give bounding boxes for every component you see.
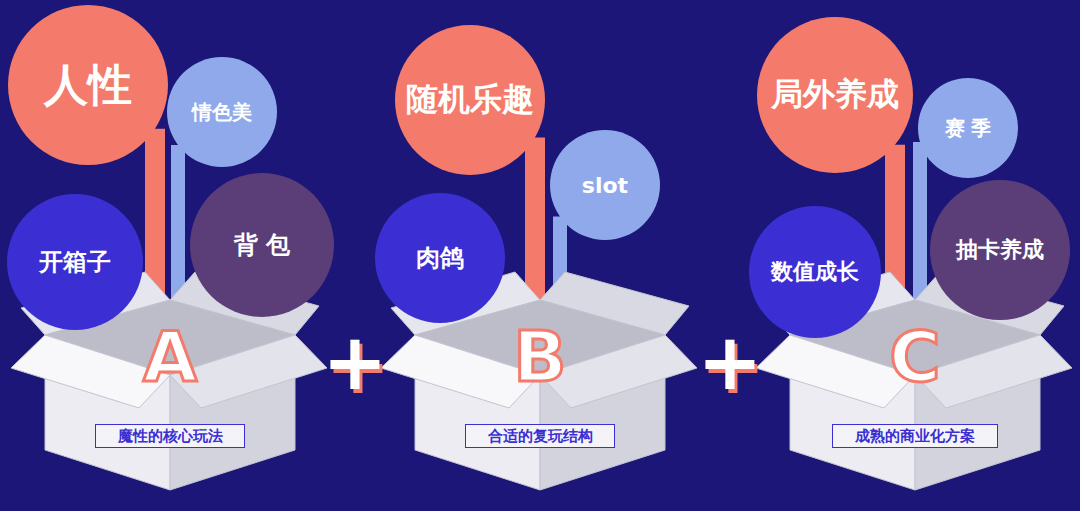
caption-box: 魔性的核心玩法	[95, 424, 245, 448]
balloon-label: 情色美	[192, 99, 252, 126]
box-letter: A	[35, 322, 305, 392]
balloon-label: 赛 季	[945, 115, 992, 142]
balloon-circle: 局外养成	[757, 17, 913, 173]
circle-fill	[167, 57, 277, 167]
box-caption: 合适的复玩结构	[488, 427, 593, 445]
box-caption: 魔性的核心玩法	[118, 427, 223, 445]
balloon-label: 肉鸽	[416, 242, 464, 274]
circle-fill	[8, 5, 168, 165]
circle-fill	[749, 206, 881, 338]
balloon-circle: 人性	[8, 5, 168, 165]
balloon-label: 局外养成	[771, 73, 899, 117]
plus-sign: +	[697, 323, 762, 401]
balloon-label: 人性	[44, 56, 132, 115]
balloon-label: 数值成长	[771, 257, 859, 287]
circle-fill	[930, 180, 1070, 320]
balloon-label: 随机乐趣	[406, 78, 534, 122]
circle-fill	[395, 25, 545, 175]
circle-fill	[918, 78, 1018, 178]
balloon-stem	[171, 145, 185, 300]
balloon-circle: 情色美	[167, 57, 277, 167]
balloon-circle: 赛 季	[918, 78, 1018, 178]
balloon-stem	[913, 142, 927, 300]
balloon-circle: 背 包	[190, 173, 334, 317]
circle-fill	[550, 130, 660, 240]
balloon-circle: 随机乐趣	[395, 25, 545, 175]
balloon-circle: 抽卡养成	[930, 180, 1070, 320]
plus-sign: +	[322, 323, 387, 401]
circle-fill	[190, 173, 334, 317]
circle-fill	[7, 194, 143, 330]
open-box: 合适的复玩结构 B	[405, 300, 675, 490]
balloon-stem	[145, 129, 165, 300]
balloon-label: slot	[582, 173, 628, 198]
balloon-circle: 数值成长	[749, 206, 881, 338]
balloon-circle: slot	[550, 130, 660, 240]
balloon-label: 背 包	[234, 229, 290, 261]
caption-box: 合适的复玩结构	[465, 424, 615, 448]
box-letter: B	[405, 322, 675, 392]
balloon-label: 开箱子	[39, 246, 111, 278]
balloon-label: 抽卡养成	[956, 235, 1044, 265]
balloon-stem	[525, 137, 545, 300]
box-caption: 成熟的商业化方案	[855, 427, 975, 445]
circle-fill	[375, 193, 505, 323]
balloon-circle: 肉鸽	[375, 193, 505, 323]
circle-fill	[757, 17, 913, 173]
balloon-circle: 开箱子	[7, 194, 143, 330]
caption-box: 成熟的商业化方案	[832, 424, 998, 448]
